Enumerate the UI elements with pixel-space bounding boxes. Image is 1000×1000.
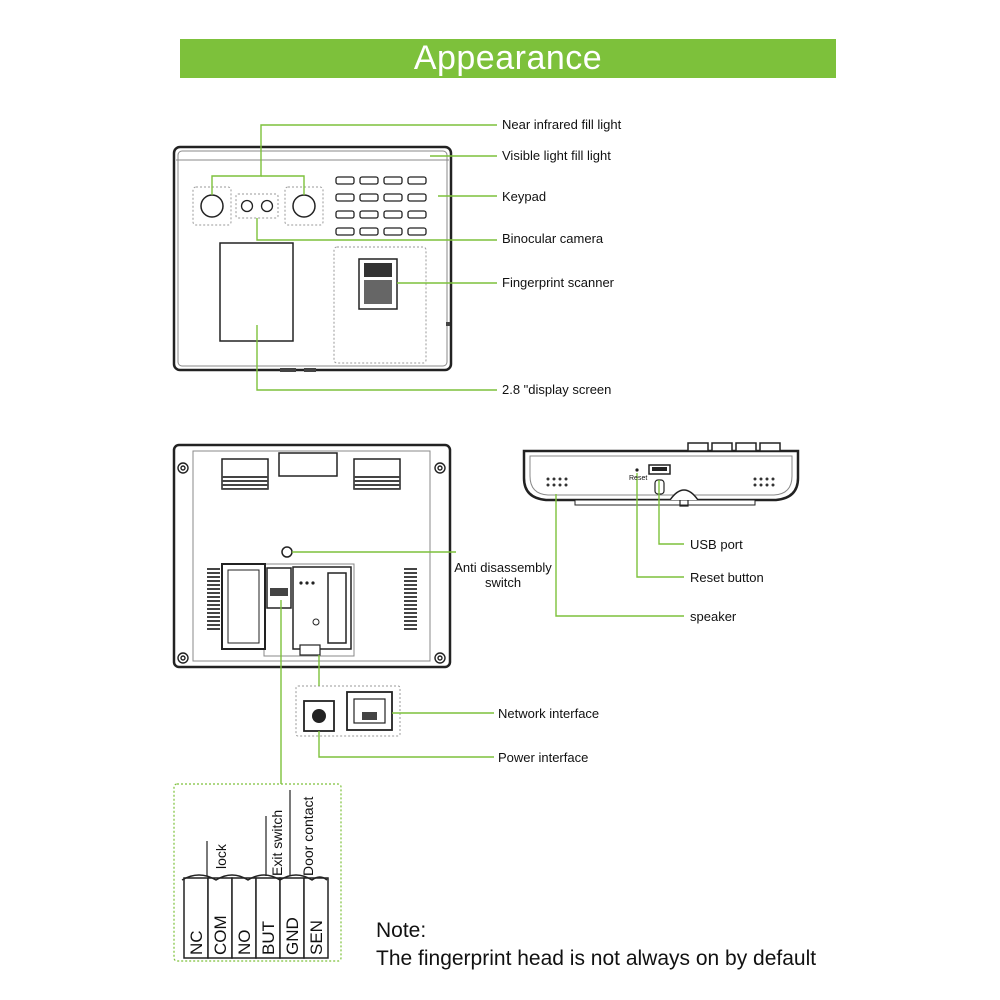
- keypad-key: [383, 227, 403, 236]
- terminal-pin-label: NO: [235, 930, 254, 956]
- terminal-pin-label: COM: [211, 915, 230, 955]
- keypad-key: [359, 193, 379, 202]
- label-near-infrared-fill-light: Near infrared fill light: [502, 117, 622, 132]
- group-label-lock: lock: [213, 843, 229, 869]
- keypad: [335, 176, 427, 236]
- speaker-hole: [759, 483, 763, 487]
- keypad-key: [359, 210, 379, 219]
- speaker-hole: [552, 483, 556, 487]
- label-fingerprint-scanner: Fingerprint scanner: [502, 275, 614, 290]
- speaker-hole: [771, 483, 775, 487]
- terminal-block-diagram: NC COM NO BUT GND SEN lock Exit switch Door c…: [173, 783, 342, 962]
- keypad-key: [335, 193, 355, 202]
- front-leaders: [211, 124, 497, 391]
- speaker-hole: [546, 477, 550, 481]
- group-label-exit-switch: Exit switch: [269, 810, 285, 876]
- label-network-interface: Network interface: [498, 706, 600, 721]
- title-banner: Appearance: [180, 39, 836, 78]
- label-speaker: speaker: [690, 609, 737, 624]
- label-reset-button: Reset button: [690, 570, 764, 585]
- back-view: [172, 443, 452, 669]
- reset-print: Reset: [629, 475, 648, 482]
- side-view: [522, 442, 800, 507]
- speaker-hole: [558, 477, 562, 481]
- keypad-key: [383, 193, 403, 202]
- keypad-key: [383, 210, 403, 219]
- label-visible-light-fill-light: Visible light fill light: [502, 148, 611, 163]
- keypad-key: [407, 227, 427, 236]
- speaker-hole: [564, 483, 568, 487]
- terminal-pin-label: SEN: [307, 920, 326, 955]
- terminal-pin-no: [231, 877, 257, 959]
- keypad-key: [407, 176, 427, 185]
- keypad-key: [407, 193, 427, 202]
- side-leaders: [555, 473, 684, 617]
- speaker-hole: [546, 483, 550, 487]
- label-keypad: Keypad: [502, 189, 547, 204]
- speaker-grille-left: [546, 477, 568, 487]
- keypad-key: [335, 227, 355, 236]
- keypad-key: [359, 176, 379, 185]
- keypad-key: [359, 227, 379, 236]
- terminal-pin-nc: [183, 877, 209, 959]
- label-anti-disassembly-switch: Anti disassembly switch: [454, 560, 552, 590]
- terminal-pin-label: GND: [283, 917, 302, 955]
- speaker-hole: [759, 477, 763, 481]
- label-binocular-camera: Binocular camera: [502, 231, 604, 246]
- keypad-key: [335, 210, 355, 219]
- terminal-pin-label: BUT: [259, 921, 278, 955]
- terminal-pin-gnd: [279, 877, 305, 959]
- terminal-pin-label: NC: [187, 930, 206, 955]
- speaker-hole: [753, 477, 757, 481]
- label-power-interface: Power interface: [498, 750, 589, 765]
- terminal-cells: NC COM NO BUT GND SEN: [183, 877, 329, 959]
- group-label-door-contact: Door contact: [300, 797, 316, 876]
- speaker-hole: [558, 483, 562, 487]
- note-text: The fingerprint head is not always on by…: [376, 947, 817, 970]
- speaker-hole: [753, 483, 757, 487]
- page-title: Appearance: [413, 39, 603, 77]
- back-leaders: [280, 551, 494, 784]
- label-display-screen: 2.8 "display screen: [502, 382, 612, 397]
- speaker-hole: [564, 477, 568, 481]
- interface-panel: [295, 685, 401, 737]
- keypad-key: [335, 176, 355, 185]
- camera-lens-right: [260, 199, 274, 213]
- label-usb-port: USB port: [690, 537, 743, 552]
- fingerprint-area: [333, 246, 427, 364]
- reset-button: [635, 468, 639, 472]
- front-view: [172, 145, 453, 372]
- keypad-key: [383, 176, 403, 185]
- speaker-hole: [765, 483, 769, 487]
- note: Note: The fingerprint head is not always…: [376, 917, 816, 973]
- speaker-hole: [765, 477, 769, 481]
- terminal-pin-com: [207, 877, 233, 959]
- terminal-pin-but: [255, 877, 281, 959]
- camera-lens-left: [240, 199, 254, 213]
- speaker-hole: [771, 477, 775, 481]
- note-heading: Note:: [376, 919, 427, 942]
- speaker-hole: [552, 477, 556, 481]
- keypad-key: [407, 210, 427, 219]
- speaker-grille-right: [753, 477, 775, 487]
